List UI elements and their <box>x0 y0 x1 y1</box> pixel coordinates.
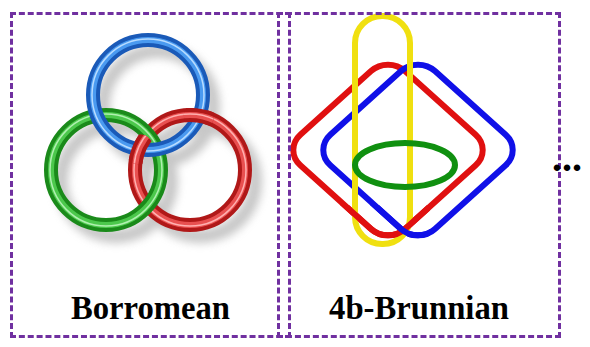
blue-ring <box>92 39 204 151</box>
red-ring-over <box>134 114 246 226</box>
ellipsis: ... <box>552 138 582 178</box>
dashed-box: Borromean <box>10 12 291 338</box>
loops-over <box>340 205 430 244</box>
green-loop <box>355 143 455 187</box>
knot-name: 4b-Brunnian <box>280 291 558 327</box>
knot-name: Borromean <box>13 291 288 327</box>
dashed-box: 4b-Brunnian <box>277 12 561 338</box>
